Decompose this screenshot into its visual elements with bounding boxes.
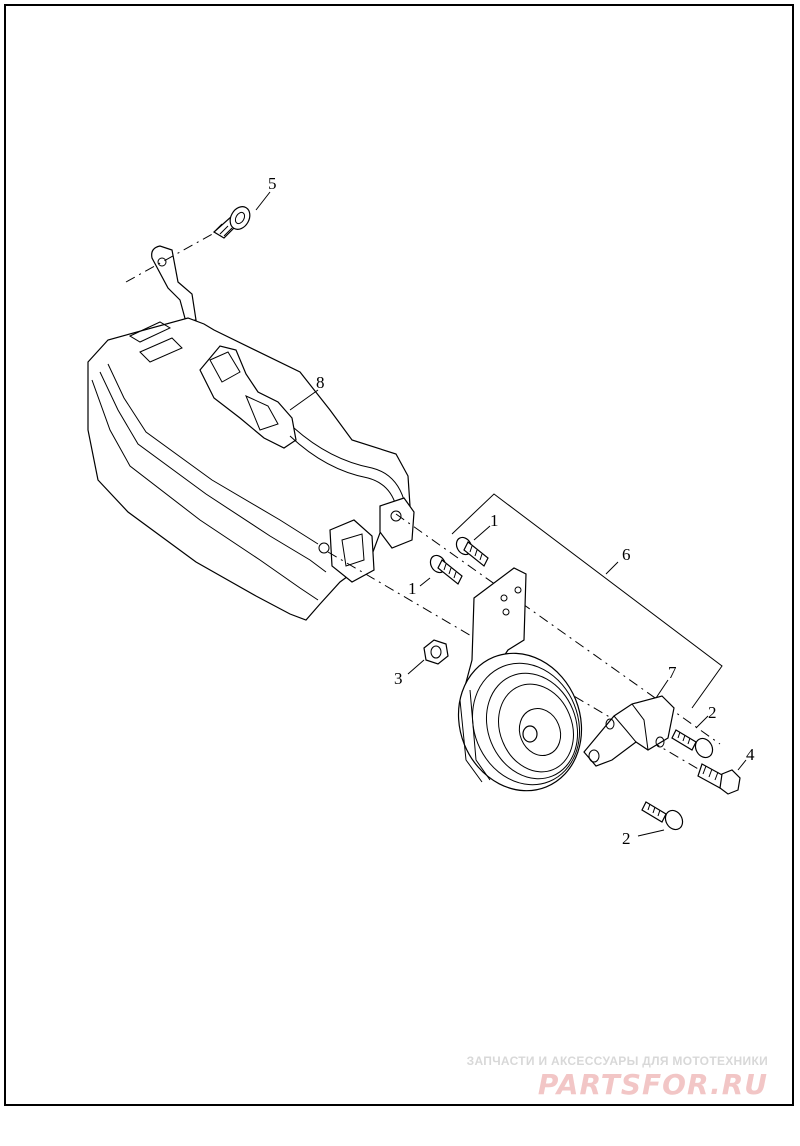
callout-3: 3 [394,669,403,688]
horn-mount-bracket [583,695,675,767]
leader-2-upper [695,715,709,729]
callout-1-lower: 1 [408,579,417,598]
watermark-tagline: ЗАПЧАСТИ И АКСЕССУАРЫ ДЛЯ МОТОТЕХНИКИ [466,1054,768,1068]
flange-bolt [697,763,741,795]
nut [423,639,449,665]
fairing-cover [87,245,415,621]
watermark: ЗАПЧАСТИ И АКСЕССУАРЫ ДЛЯ МОТОТЕХНИКИ PA… [466,1050,790,1101]
watermark-logo: PARTSFOR.RU [537,1068,768,1101]
screw-2-lower [641,801,684,831]
horn [457,567,583,792]
leader-4 [737,759,747,771]
leader-8 [289,389,319,411]
leader-1-lower [419,577,431,587]
callout-8: 8 [316,373,325,392]
leader-3 [407,659,425,675]
push-pin-fastener [212,206,251,239]
screw-1-upper [455,536,489,567]
page-border [4,4,794,1106]
leader-7 [655,679,669,699]
dash-line-pin [125,231,217,283]
callout-2-upper: 2 [708,703,717,722]
screw-2-upper [671,729,714,759]
callout-1-upper: 1 [490,511,499,530]
callout-6: 6 [622,545,631,564]
callout-4: 4 [746,745,755,764]
leader-6 [605,561,619,575]
callout-2-lower: 2 [622,829,631,848]
leader-1-upper [473,525,491,541]
bracket-6 [451,493,723,709]
leader-2-lower [637,829,665,837]
callout-7: 7 [668,663,677,682]
screw-1-lower [429,554,463,585]
callout-5: 5 [268,174,277,193]
leader-5 [255,191,271,211]
